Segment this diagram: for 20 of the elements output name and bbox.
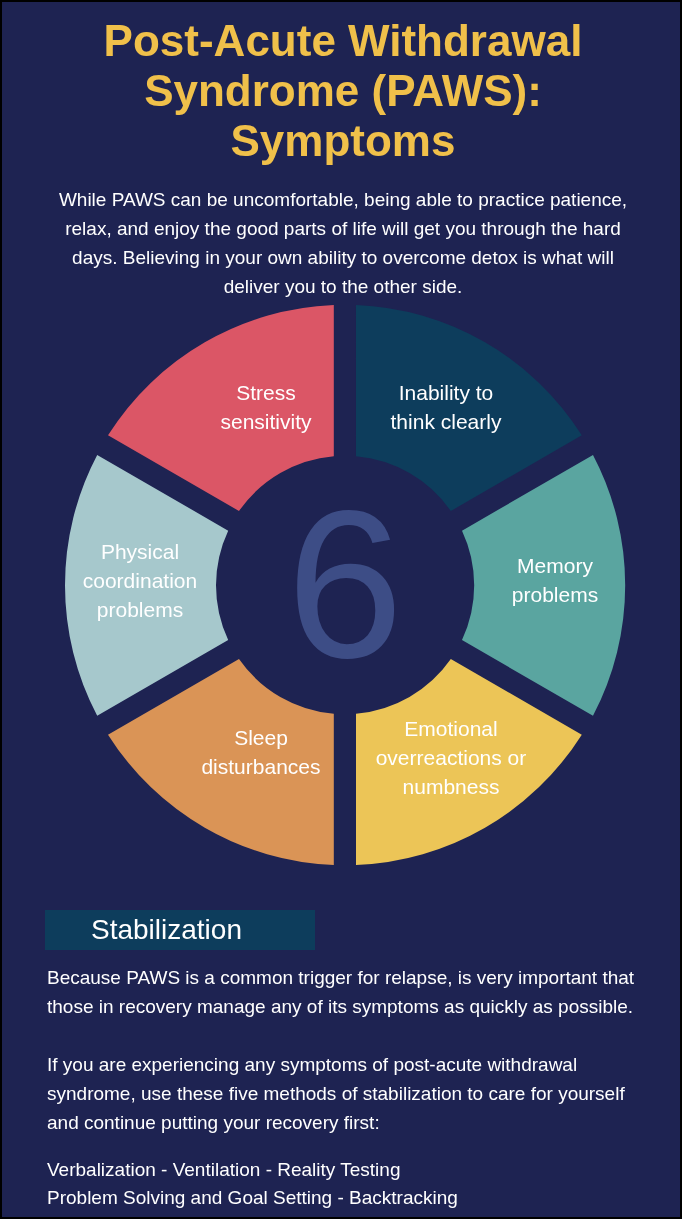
- ring-segment: [108, 305, 334, 512]
- segment-label: Sleep disturbances: [200, 725, 322, 780]
- section-heading-bar: [45, 910, 315, 950]
- segment-label: Memory problems: [510, 553, 600, 608]
- ring-segment: [65, 454, 229, 716]
- segment-label: Inability to think clearly: [389, 380, 503, 435]
- ring-segment: [108, 658, 334, 865]
- method-list-line: Problem Solving and Goal Setting - Backtracking: [47, 1186, 459, 1210]
- body-paragraph: Because PAWS is a common trigger for relapse, is very important that those in recovery manage any of its symptoms as quickly as possible.: [47, 966, 636, 1019]
- method-list-line: Verbalization - Ventilation - Reality Testing: [47, 1158, 402, 1182]
- ring-segment: [461, 454, 625, 716]
- section-heading: Stabilization: [91, 914, 242, 946]
- ring-segment: [356, 305, 582, 512]
- body-paragraph: If you are experiencing any symptoms of post-acute withdrawal syndrome, use these five methods of stabilization to care for yourself and continue putting your recovery first:: [47, 1053, 626, 1135]
- segment-label: Emotional overreactions or numbness: [374, 715, 528, 800]
- intro-paragraph: While PAWS can be uncomfortable, being able to practice patience, relax, and enjoy the good parts of life will get you through the hard days. Believing in your own ability to overcome detox is what will deliver you to the other side.: [58, 188, 628, 299]
- ring-segment: [356, 658, 582, 865]
- segment-label: Stress sensitivity: [219, 380, 313, 435]
- segment-label: Physical coordination problems: [81, 538, 199, 623]
- title: Post-Acute Withdrawal Syndrome (PAWS): Symptoms: [102, 16, 584, 166]
